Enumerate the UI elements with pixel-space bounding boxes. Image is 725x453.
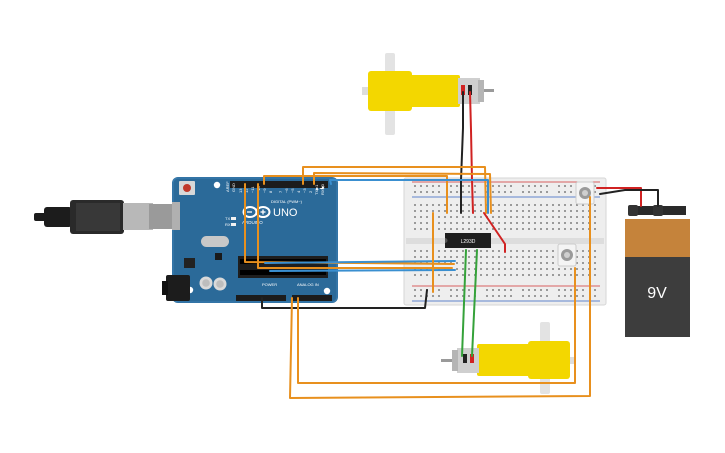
potentiometer-bottom[interactable] [557,243,577,267]
pin-label-11: ~11 [250,186,255,193]
arduino-uno-board[interactable]: TX RX AREF GND 13 12 ~11 ~10 ~9 8 7 ~6 ~… [162,177,338,303]
wire-black-battery[interactable] [599,189,659,207]
wire-green-1[interactable] [461,249,467,357]
pin-label-5: ~5 [290,188,295,193]
pin-label-3: ~3 [302,188,307,193]
wire-red-internal[interactable] [483,212,506,253]
tx-led [231,217,236,220]
battery-label: 9V [647,285,667,302]
wire-red-motor1[interactable] [469,91,474,214]
pin-label-6: ~6 [284,188,289,193]
board-model-label: UNO [273,207,298,219]
aref-label: AREF [225,181,230,192]
rx-label: RX [225,222,231,227]
wire-orange-5[interactable] [257,183,453,269]
pin-label-13: 13 [238,188,243,193]
digital-label: DIGITAL (PWM~) [271,199,303,204]
arduino-logo [242,206,271,218]
pin-label-8: 8 [268,190,273,193]
reset-button[interactable] [179,181,195,195]
potentiometer-top[interactable] [575,181,595,205]
battery-terminal-positive [653,205,663,216]
battery-terminal-negative [628,205,638,216]
wire-orange-analog-2[interactable] [289,196,591,399]
wire-blue-3[interactable] [269,269,456,272]
voltage-regulator [184,258,195,268]
pin-label-2: 2 [308,190,313,193]
gnd-label: GND [231,183,236,192]
wire-black-ground[interactable] [261,289,428,309]
wire-orange-4[interactable] [244,183,455,265]
analog-label: ANALOG IN [297,282,319,287]
dc-motor-top[interactable] [362,53,494,135]
wire-red-battery[interactable] [596,187,642,207]
wire-orange-2[interactable] [313,172,492,214]
pin-label-1: TX▶1 [314,184,319,195]
pin-label-4: 4 [296,190,301,193]
wire-black-motor1[interactable] [460,91,464,214]
power-jack [162,275,190,301]
usb-socket [172,202,180,230]
wire-orange-analog-1[interactable] [297,267,576,384]
rx-led [231,223,236,226]
wires[interactable] [244,91,659,399]
wire-green-2[interactable] [471,249,478,357]
usb-cable[interactable] [34,200,175,234]
analog-header[interactable] [292,295,332,301]
tx-label: TX [225,216,230,221]
small-ic [215,253,222,260]
wire-blue-1[interactable] [329,179,489,214]
wire-blue-2[interactable] [264,260,456,264]
wire-orange-3[interactable] [263,175,448,214]
digital-header[interactable] [230,181,328,188]
battery-9v[interactable]: 9V [625,205,690,337]
pin-label-12: 12 [244,188,249,193]
power-label: POWER [262,282,277,287]
pin-label-0: RX◀0 [320,183,325,195]
brand-label: ARDUINO [242,220,263,225]
crystal-oscillator [201,236,229,247]
pin-label-9: ~9 [262,188,267,193]
pin-label-7: 7 [278,190,283,193]
chip-label: L293D [461,239,476,245]
l293d-chip[interactable]: L293D [445,233,491,248]
